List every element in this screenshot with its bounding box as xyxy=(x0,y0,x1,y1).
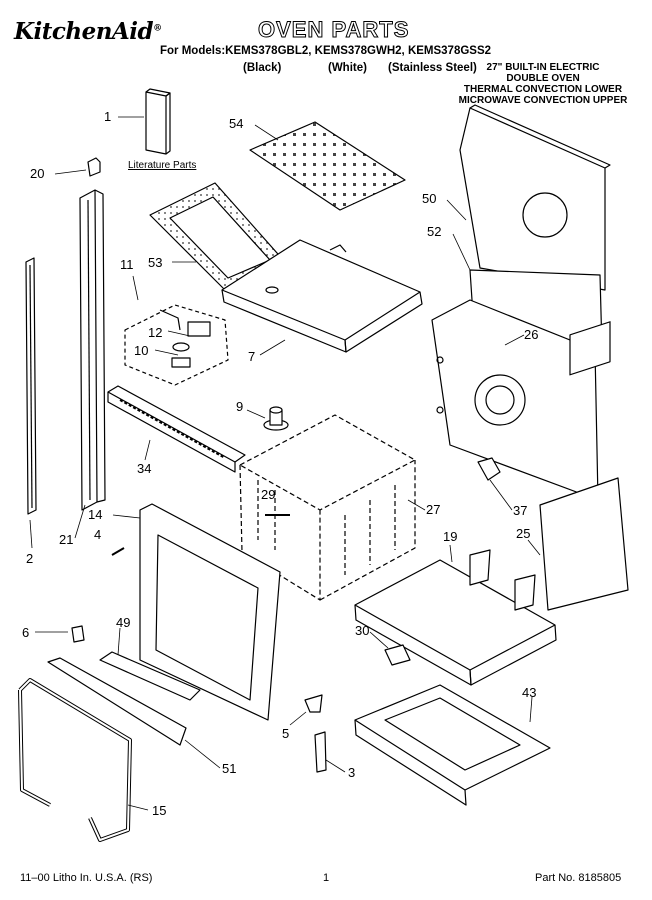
callout-37: 37 xyxy=(513,503,528,518)
leader-lines xyxy=(29,116,541,811)
part-gasket xyxy=(18,678,132,842)
part-perforated-panel xyxy=(249,121,406,211)
callout-20: 20 xyxy=(30,166,45,181)
callout-34: 34 xyxy=(137,461,152,476)
page-title: OVEN PARTS xyxy=(257,17,410,43)
callout-43: 43 xyxy=(522,685,537,700)
callout-29: 29 xyxy=(261,487,276,502)
callout-6: 6 xyxy=(22,625,30,640)
footer-litho: 11–00 Litho In. U.S.A. (RS) xyxy=(20,872,153,884)
part-vent-strip xyxy=(107,385,246,473)
part-strip xyxy=(25,257,37,515)
callout-49: 49 xyxy=(116,615,131,630)
part-49 xyxy=(99,651,201,701)
model-numbers: For Models:KEMS378GBL2, KEMS378GWH2, KEM… xyxy=(160,45,492,57)
footer-page-number: 1 xyxy=(323,872,330,884)
part-group-11 xyxy=(124,304,229,386)
part-30 xyxy=(384,644,411,666)
callout-12: 12 xyxy=(148,325,163,340)
callout-50: 50 xyxy=(422,191,437,206)
callout-1: 1 xyxy=(104,109,112,124)
finish-black: (Black) xyxy=(243,62,282,74)
part-front-frame xyxy=(139,503,281,721)
description-line: MICROWAVE CONVECTION UPPER xyxy=(458,95,628,106)
part-6 xyxy=(71,625,85,643)
callout-19: 19 xyxy=(443,529,458,544)
part-tray xyxy=(354,549,557,686)
callout-53: 53 xyxy=(148,255,163,270)
callout-3: 3 xyxy=(348,765,356,780)
callout-11: 11 xyxy=(120,257,134,272)
brand-logo: KitchenAid® xyxy=(14,18,162,45)
part-side-panel xyxy=(539,321,629,611)
footer-part-number: Part No. 8185805 xyxy=(535,872,622,884)
callout-26: 26 xyxy=(524,327,539,342)
description-line: 27" BUILT-IN ELECTRIC xyxy=(486,62,600,73)
finish-white: (White) xyxy=(328,62,367,74)
callout-5: 5 xyxy=(282,726,290,741)
description-line: DOUBLE OVEN xyxy=(506,73,580,84)
callout-51: 51 xyxy=(222,761,237,776)
part-literature xyxy=(145,88,171,155)
part-37 xyxy=(477,457,501,481)
callout-30: 30 xyxy=(355,623,370,638)
callout-52: 52 xyxy=(427,224,442,239)
callout-27: 27 xyxy=(426,502,441,517)
part-4 xyxy=(111,547,125,556)
callout-25: 25 xyxy=(516,526,531,541)
part-bottom-tray xyxy=(354,684,551,806)
part-panel-frame xyxy=(149,182,286,291)
part-oven-cavity xyxy=(239,414,416,601)
part-3 xyxy=(314,731,327,773)
literature-parts-label: Literature Parts xyxy=(128,160,197,171)
callout-4: 4 xyxy=(94,527,102,542)
part-side-trim xyxy=(79,189,106,511)
callout-2: 2 xyxy=(26,551,34,566)
callout-9: 9 xyxy=(236,399,244,414)
callout-10: 10 xyxy=(134,343,149,358)
part-rear-panel xyxy=(459,104,611,291)
finish-stainless: (Stainless Steel) xyxy=(388,62,477,74)
part-inner-back xyxy=(431,299,599,501)
description-line: THERMAL CONVECTION LOWER xyxy=(463,84,623,95)
callout-54: 54 xyxy=(229,116,244,131)
callout-14: 14 xyxy=(88,507,103,522)
callout-15: 15 xyxy=(152,803,167,818)
product-description: 27" BUILT-IN ELECTRIC DOUBLE OVEN THERMA… xyxy=(448,62,638,106)
part-20 xyxy=(87,157,101,177)
part-front-trim xyxy=(47,657,187,746)
callout-7: 7 xyxy=(248,349,256,364)
part-element xyxy=(263,406,289,431)
part-5 xyxy=(304,694,323,713)
part-top-panel xyxy=(221,239,423,353)
callout-21: 21 xyxy=(59,532,74,547)
